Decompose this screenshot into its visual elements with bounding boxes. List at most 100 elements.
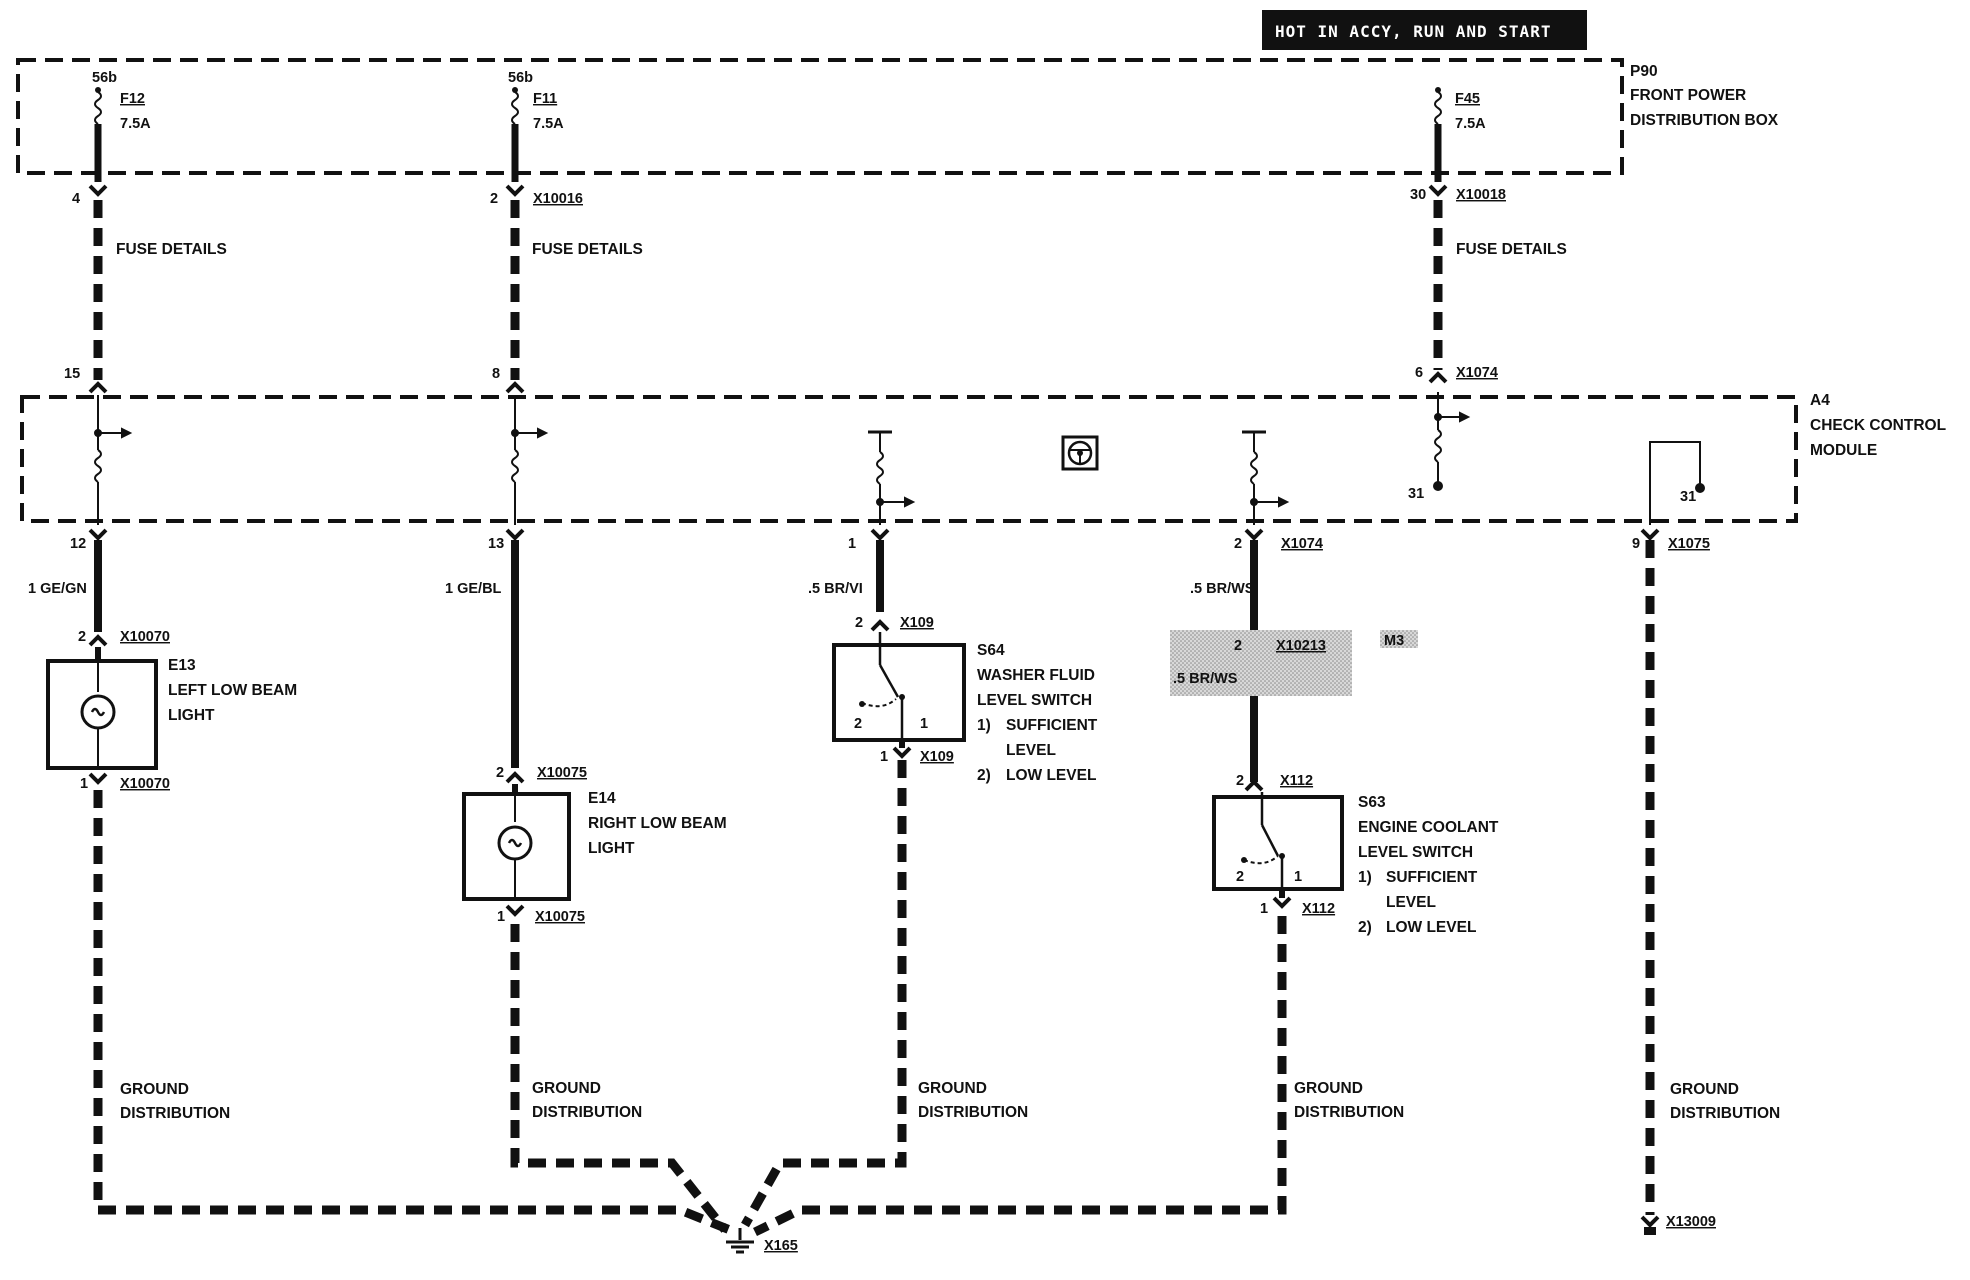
pin-label: 1 xyxy=(1260,901,1268,917)
a4-label-2: MODULE xyxy=(1810,442,1877,459)
connector-label: X109 xyxy=(920,749,954,765)
fuse-name: F11 xyxy=(533,91,557,107)
fuse-terminal: 56b xyxy=(92,70,117,86)
e14-right-low-beam: 2 X10075 E14 RIGHT LOW BEAM LIGHT 1 X100… xyxy=(462,765,727,925)
component-id: S64 xyxy=(977,642,1005,659)
component-id: S63 xyxy=(1358,794,1386,811)
option-text: SUFFICIENT xyxy=(1006,717,1098,734)
switch-contact: 1 xyxy=(1294,869,1302,885)
ground-label-3a: GROUND xyxy=(918,1080,987,1097)
s64-washer-fluid-switch: 2 X109 2 1 S64 WASHER FLUID LEVEL SWITCH… xyxy=(832,615,1098,784)
a4-pin-6: 6 xyxy=(1415,365,1423,381)
a4-out-connector-x1075: X1075 xyxy=(1668,536,1710,552)
p90-label-1: FRONT POWER xyxy=(1630,87,1746,104)
connector-label: X10016 xyxy=(533,191,583,207)
component-label-1: ENGINE COOLANT xyxy=(1358,819,1499,836)
e13-left-low-beam: 2 X10070 E13 LEFT LOW BEAM LIGHT 1 X1007… xyxy=(46,629,297,792)
fuse-rating: 7.5A xyxy=(1455,116,1486,132)
banner-text: HOT IN ACCY, RUN AND START xyxy=(1275,22,1551,41)
pin-label: 2 xyxy=(855,615,863,631)
p90-label-2: DISTRIBUTION BOX xyxy=(1630,112,1779,129)
pin-label: 30 xyxy=(1410,187,1426,203)
p90-id: P90 xyxy=(1630,63,1658,80)
a4-box xyxy=(20,395,1798,523)
ground-dot xyxy=(1433,481,1443,491)
component-label-2: LIGHT xyxy=(588,840,635,857)
ground-wires xyxy=(93,540,1655,1237)
m3-tag: M3 xyxy=(1384,633,1404,649)
fuse-name: F12 xyxy=(120,91,145,107)
steering-wheel-icon xyxy=(1061,435,1099,471)
a4-out-pin-2: 2 xyxy=(1234,536,1242,552)
connector-label: X112 xyxy=(1280,773,1313,789)
fuse-terminal: 56b xyxy=(508,70,533,86)
ground-point-label: X165 xyxy=(764,1238,798,1254)
pin-label: 2 xyxy=(78,629,86,645)
s63-engine-coolant-switch: 2 X112 2 1 S63 ENGINE COOLANT LEVEL SWIT… xyxy=(1212,773,1499,936)
a4-output-connectors xyxy=(88,528,1660,541)
connector-label: X10075 xyxy=(535,909,585,925)
component-label-1: LEFT LOW BEAM xyxy=(168,682,297,699)
a4-internal xyxy=(94,392,1701,525)
pin-label: 2 xyxy=(490,191,498,207)
connector-label: X10018 xyxy=(1456,187,1506,203)
m3-connector-block: 2 X10213 M3 .5 BR/WS xyxy=(1170,630,1418,696)
option-text: SUFFICIENT xyxy=(1386,869,1478,886)
option-text: LOW LEVEL xyxy=(1386,919,1476,936)
ground-label-2b: DISTRIBUTION xyxy=(532,1104,642,1121)
option-num: 2) xyxy=(1358,919,1372,936)
ground-symbol-icon: X165 xyxy=(726,1228,798,1254)
fuse-f11: 56b F11 7.5A 2 X10016 xyxy=(490,70,583,207)
fuse-details-label-2: FUSE DETAILS xyxy=(532,241,643,258)
p90-box xyxy=(16,58,1624,175)
ground-label-1a: GROUND xyxy=(120,1081,189,1098)
option-text: LEVEL xyxy=(1006,742,1056,759)
a4-input-connectors xyxy=(88,371,1448,394)
fuse-f12: 56b F12 7.5A 4 xyxy=(72,70,151,207)
switch-contact: 1 xyxy=(920,716,928,732)
fuse-details-label-1: FUSE DETAILS xyxy=(116,241,227,258)
option-num: 1) xyxy=(977,717,991,734)
fuse-rating: 7.5A xyxy=(120,116,151,132)
ground-end-label: X13009 xyxy=(1666,1214,1716,1230)
option-text: LOW LEVEL xyxy=(1006,767,1096,784)
pin-label: 2 xyxy=(496,765,504,781)
a4-out-connector-x1074: X1074 xyxy=(1281,536,1323,552)
a4-connector-x1074-in: X1074 xyxy=(1456,365,1498,381)
a4-out-pin-13: 13 xyxy=(488,536,504,552)
ground-label-1b: DISTRIBUTION xyxy=(120,1105,230,1122)
connector-label: X10213 xyxy=(1276,638,1326,654)
connector-label: X10070 xyxy=(120,629,170,645)
hot-in-banner: HOT IN ACCY, RUN AND START xyxy=(1262,10,1587,50)
connector-label: X112 xyxy=(1302,901,1335,917)
a4-out-pin-12: 12 xyxy=(70,536,86,552)
fuse-rating: 7.5A xyxy=(533,116,564,132)
wire-color-label: .5 BR/WS xyxy=(1173,671,1238,687)
a4-label-1: CHECK CONTROL xyxy=(1810,417,1946,434)
ground-label-4b: DISTRIBUTION xyxy=(1294,1104,1404,1121)
option-num: 2) xyxy=(977,767,991,784)
component-label-2: LEVEL SWITCH xyxy=(1358,844,1473,861)
pin-label: 2 xyxy=(1234,638,1242,654)
ground-label-4a: GROUND xyxy=(1294,1080,1363,1097)
fuse-detail-wires xyxy=(93,200,1443,380)
a4-pin-15: 15 xyxy=(64,366,80,382)
ground-end-x13009: X13009 xyxy=(1640,1214,1716,1235)
fuse-name: F45 xyxy=(1455,91,1480,107)
pin-label: 4 xyxy=(72,191,80,207)
component-label-2: LIGHT xyxy=(168,707,215,724)
ground-label-2a: GROUND xyxy=(532,1080,601,1097)
ground-dot xyxy=(1695,483,1705,493)
component-id: E13 xyxy=(168,657,196,674)
fuse-f45: F45 7.5A 30 X10018 xyxy=(1410,87,1506,203)
a4-ground-pin-2: 31 xyxy=(1680,489,1696,505)
pin-label: 1 xyxy=(80,776,88,792)
wire-color-label: .5 BR/VI xyxy=(808,581,863,597)
ground-label-5b: DISTRIBUTION xyxy=(1670,1105,1780,1122)
a4-pin-8: 8 xyxy=(492,366,500,382)
ground-label-5a: GROUND xyxy=(1670,1081,1739,1098)
connector-label: X10075 xyxy=(537,765,587,781)
wire-color-label: .5 BR/WS xyxy=(1190,581,1255,597)
pin-label: 1 xyxy=(497,909,505,925)
